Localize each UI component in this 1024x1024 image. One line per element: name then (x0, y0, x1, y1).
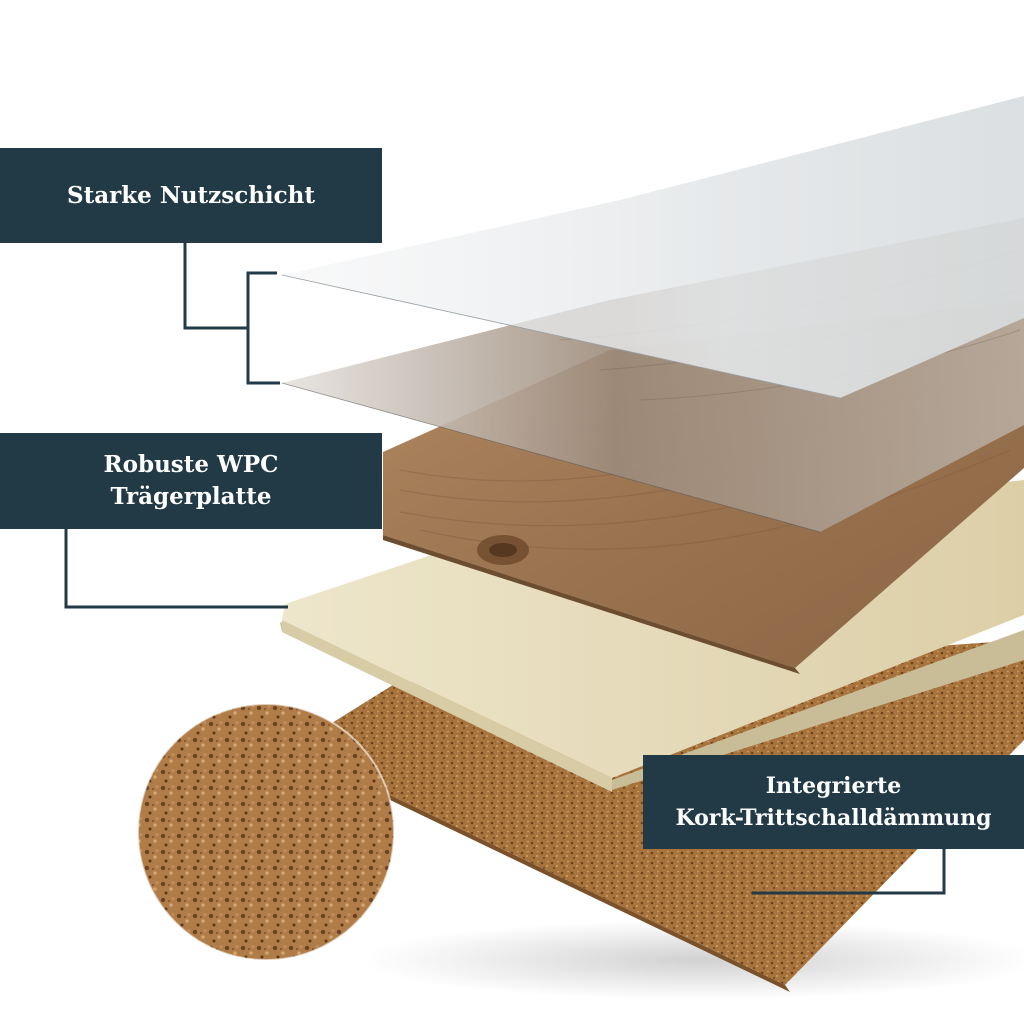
leader-bracket-top (246, 271, 280, 385)
label-cork-underlay-line2: Kork-Trittschalldämmung (675, 805, 992, 831)
leader-line-bottom (752, 849, 946, 895)
leader-line-top (183, 243, 248, 330)
leader-lines (64, 243, 946, 895)
cork-detail-magnifier (137, 703, 395, 961)
label-wpc-core-line2: Trägerplatte (110, 483, 272, 510)
wear-layer (281, 96, 1024, 399)
label-cork-underlay: Integrierte Kork-Trittschalldämmung (643, 755, 1024, 849)
label-wear-layer-text: Starke Nutzschicht (66, 181, 316, 209)
stack-shadow (360, 920, 1024, 1000)
label-cork-underlay-line1: Integrierte (765, 773, 902, 799)
leader-line-middle (64, 529, 288, 609)
label-wear-layer: Starke Nutzschicht (0, 148, 382, 243)
label-wpc-core-line1: Robuste WPC (103, 451, 279, 478)
label-wpc-core: Robuste WPC Trägerplatte (0, 433, 382, 529)
